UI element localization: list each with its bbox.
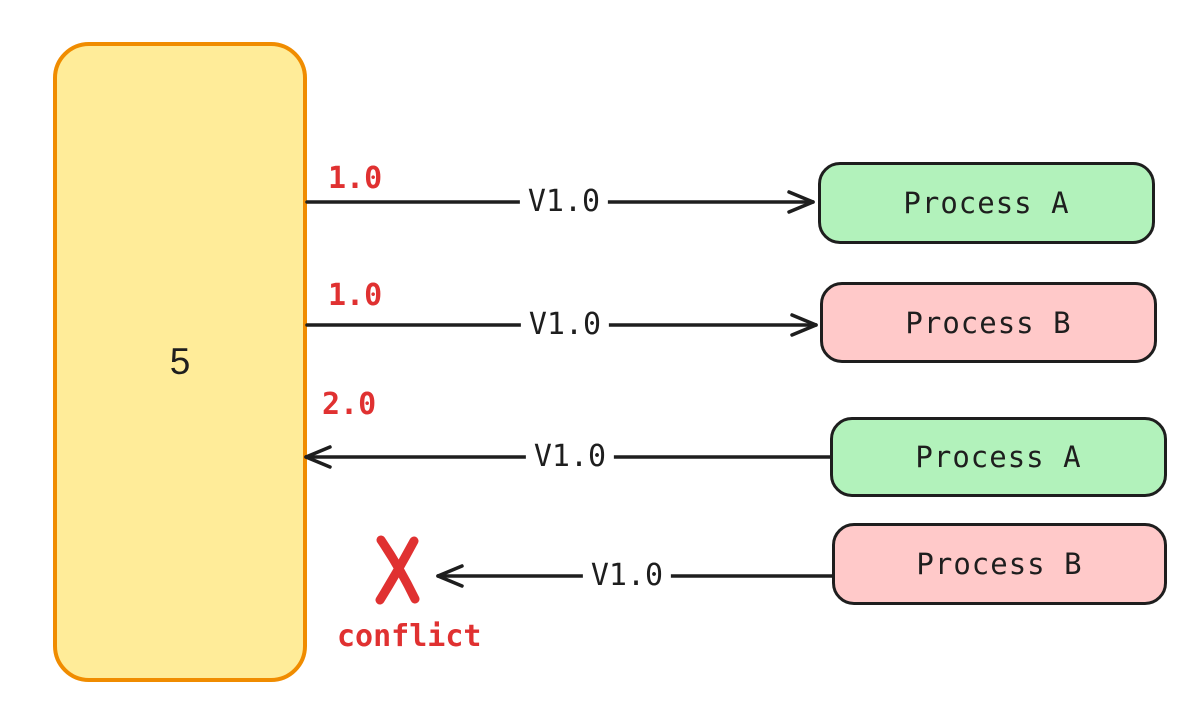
process-label: Process A — [903, 186, 1070, 220]
edge-label-row4: V1.0 — [582, 558, 672, 594]
edge-label-row3: V1.0 — [525, 439, 615, 475]
conflict-label: conflict — [337, 619, 482, 654]
version-label-row3: 2.0 — [322, 387, 377, 422]
process-label: Process B — [916, 547, 1083, 581]
edge-label-row2: V1.0 — [520, 307, 610, 343]
process-label: Process B — [905, 305, 1072, 340]
process-label: Process A — [915, 440, 1082, 474]
process-node-row3: Process A — [830, 417, 1167, 497]
store-node: 5 — [53, 42, 307, 682]
store-value-label: 5 — [169, 341, 191, 382]
process-node-row2: Process B — [820, 282, 1157, 363]
process-node-row4: Process B — [832, 523, 1167, 605]
edge-label-row1: V1.0 — [519, 184, 609, 220]
version-label-row1: 1.0 — [328, 161, 383, 196]
version-label-row2: 1.0 — [328, 278, 383, 313]
conflict-x-icon — [375, 535, 420, 605]
process-node-row1: Process A — [818, 162, 1155, 244]
